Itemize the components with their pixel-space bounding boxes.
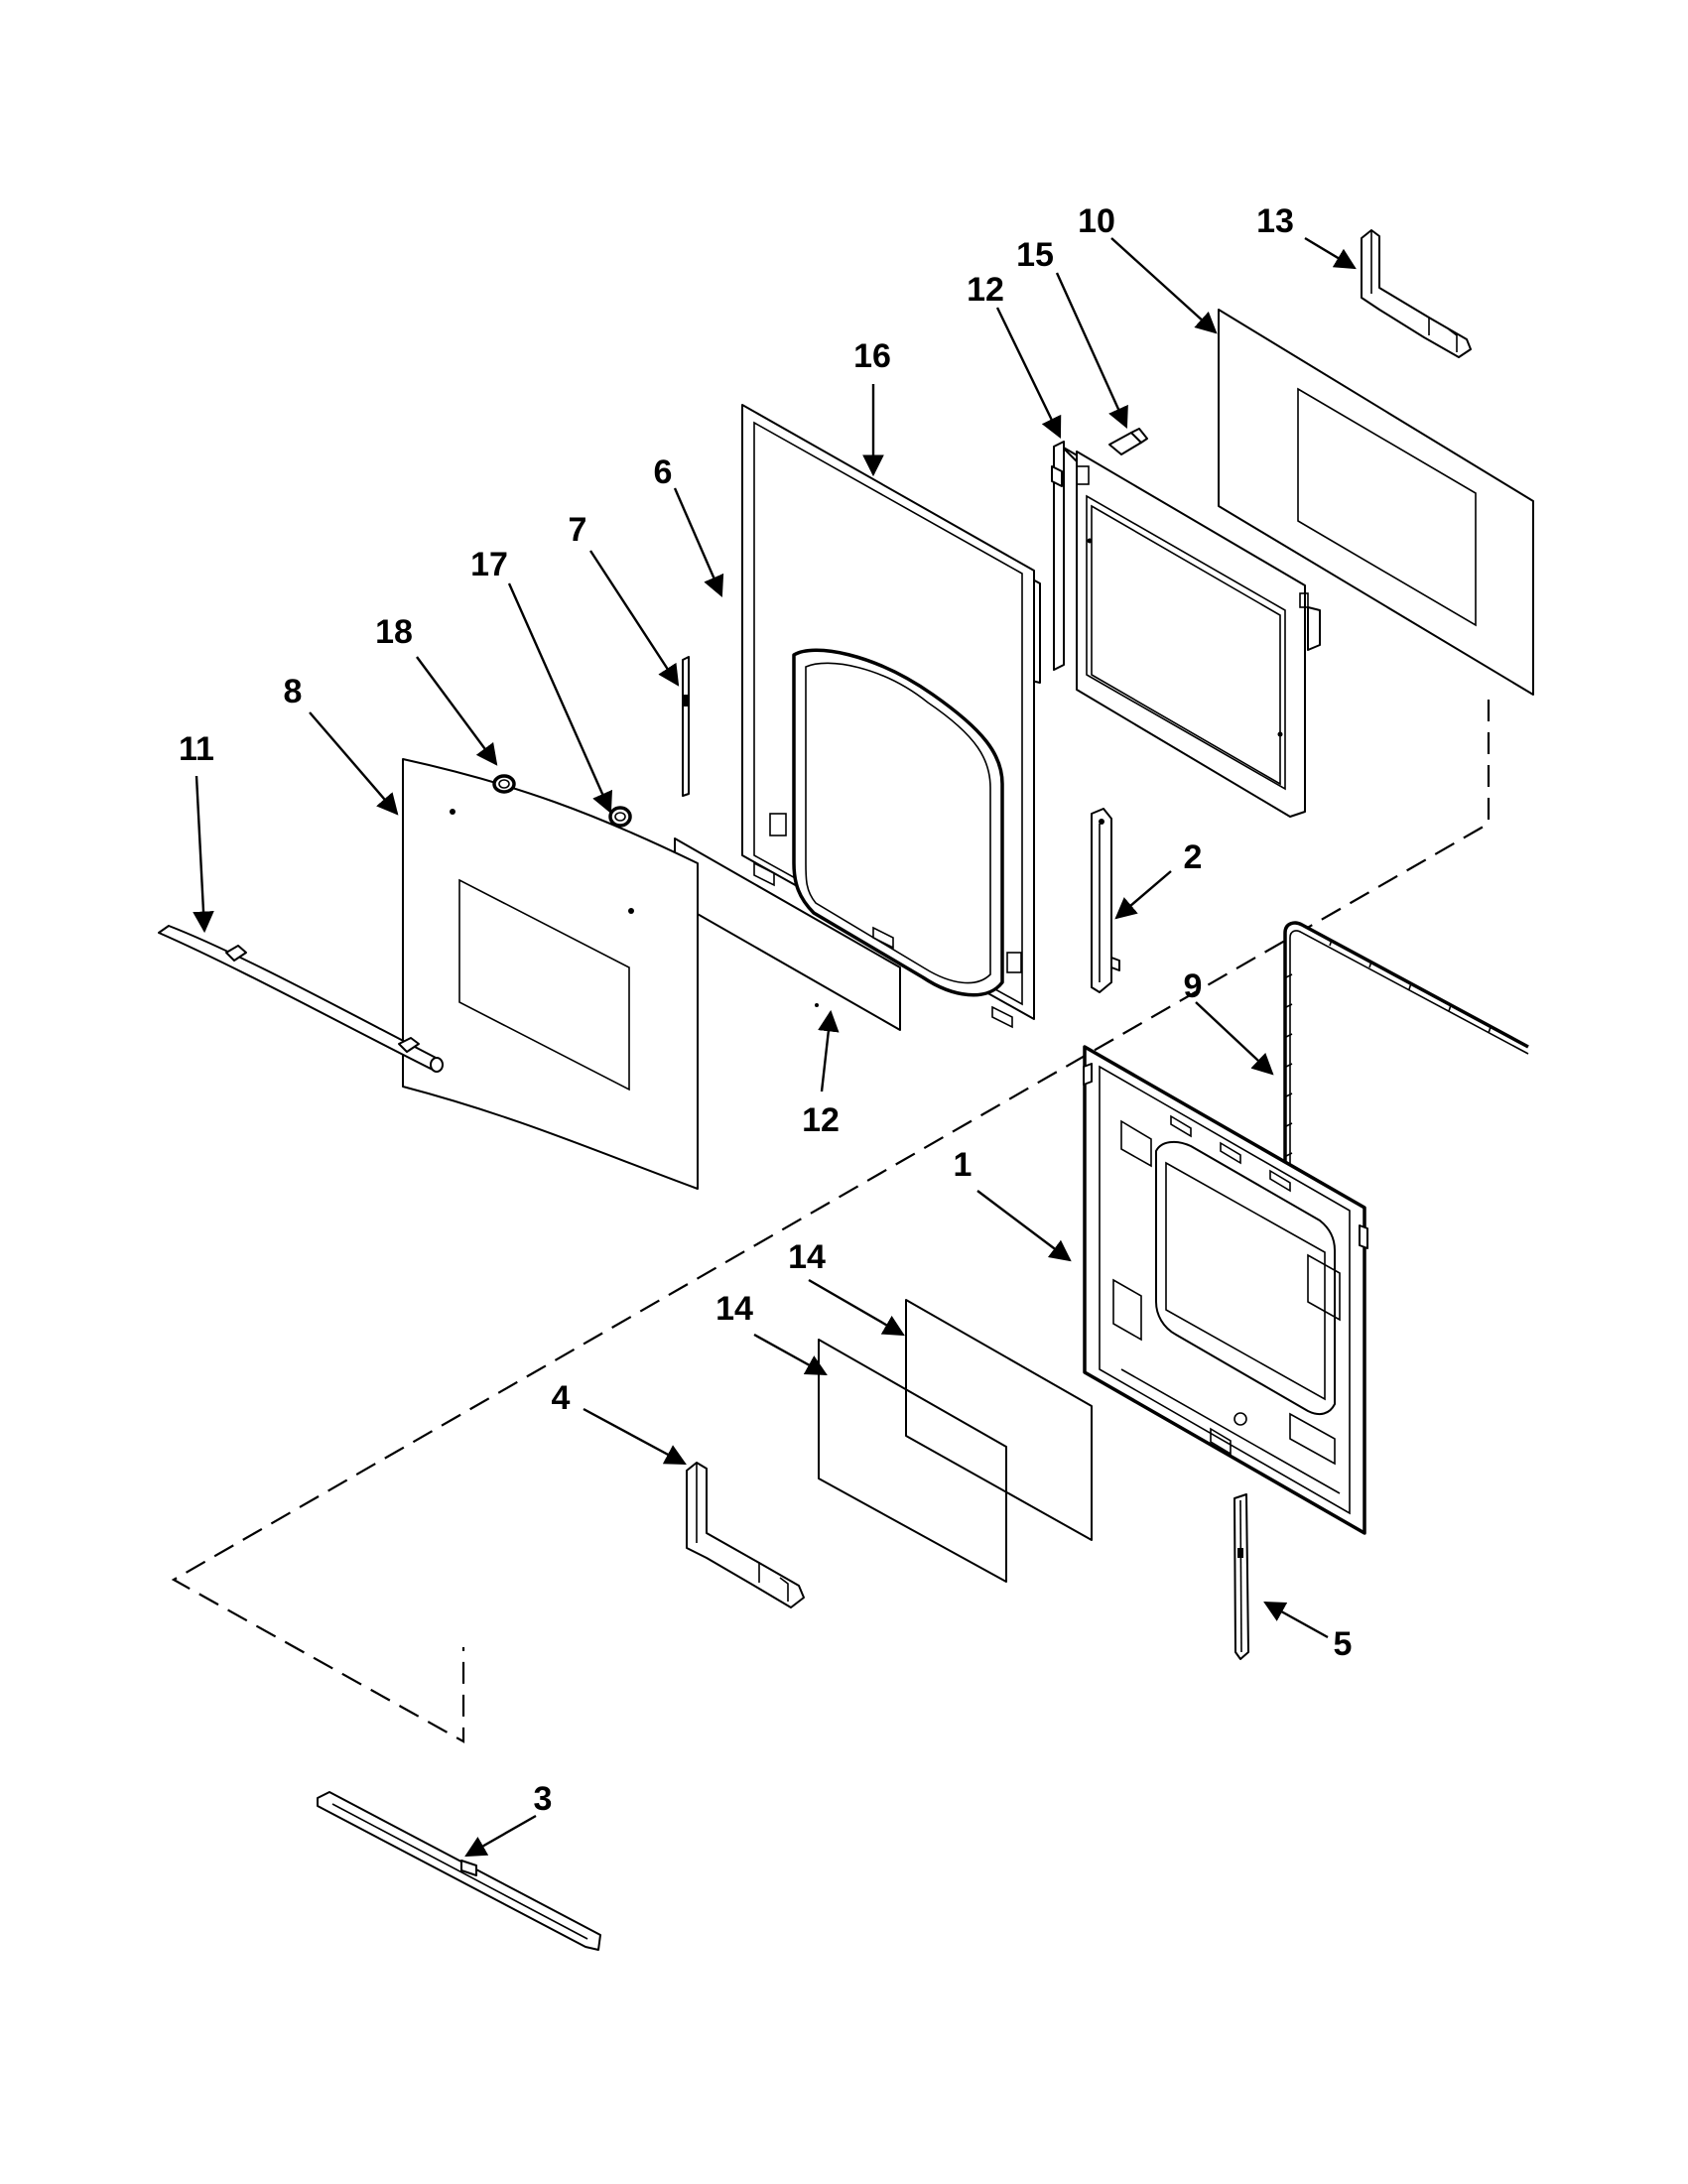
callout-2: 2 bbox=[1184, 838, 1203, 876]
callout-14-upper: 14 bbox=[788, 1238, 826, 1276]
callout-17: 17 bbox=[470, 546, 508, 583]
callout-18: 18 bbox=[375, 613, 413, 651]
leader-lines bbox=[193, 236, 1357, 1858]
part-6-inner-door-panel bbox=[741, 404, 1035, 1029]
part-7-seal-strip bbox=[682, 656, 690, 797]
part-11-door-handle bbox=[158, 925, 444, 1073]
part-2-hinge-receiver bbox=[1091, 808, 1120, 993]
callout-14-lower: 14 bbox=[715, 1290, 753, 1328]
callout-6: 6 bbox=[654, 453, 673, 491]
callout-10: 10 bbox=[1078, 202, 1115, 240]
part-9-door-gasket bbox=[1283, 921, 1529, 1171]
part-15-screw bbox=[1108, 428, 1148, 455]
callout-12-lower: 12 bbox=[802, 1101, 840, 1139]
callout-5: 5 bbox=[1334, 1625, 1353, 1663]
part-13-hinge-bracket bbox=[1361, 229, 1472, 358]
callout-13: 13 bbox=[1256, 202, 1294, 240]
callout-15: 15 bbox=[1016, 236, 1054, 274]
callout-3: 3 bbox=[534, 1780, 553, 1818]
callout-16: 16 bbox=[853, 337, 891, 375]
callout-1: 1 bbox=[954, 1146, 973, 1184]
callout-4: 4 bbox=[552, 1379, 571, 1417]
callout-labels: 1 2 3 4 5 6 7 8 9 10 11 12 12 13 14 14 1… bbox=[179, 202, 1352, 1818]
part-5-seal-strip bbox=[1234, 1493, 1249, 1660]
callout-12-upper: 12 bbox=[967, 271, 1004, 309]
callout-11: 11 bbox=[179, 730, 214, 768]
part-1-inner-door-liner bbox=[1083, 1045, 1368, 1535]
part-12-window-frame bbox=[1051, 441, 1321, 818]
alignment-dashed-lines bbox=[171, 700, 1491, 1743]
part-3-bottom-trim bbox=[317, 1791, 601, 1951]
callout-9: 9 bbox=[1184, 967, 1203, 1005]
part-17-knob bbox=[608, 806, 632, 828]
part-14-glass-pane-front bbox=[818, 1339, 1007, 1583]
part-4-hinge-bracket bbox=[686, 1462, 805, 1608]
callout-7: 7 bbox=[569, 511, 587, 549]
callout-8: 8 bbox=[284, 673, 303, 710]
part-10-outer-glass bbox=[1218, 309, 1534, 696]
part-18-knob bbox=[492, 774, 516, 794]
part-8-outer-door-glass bbox=[402, 758, 699, 1190]
